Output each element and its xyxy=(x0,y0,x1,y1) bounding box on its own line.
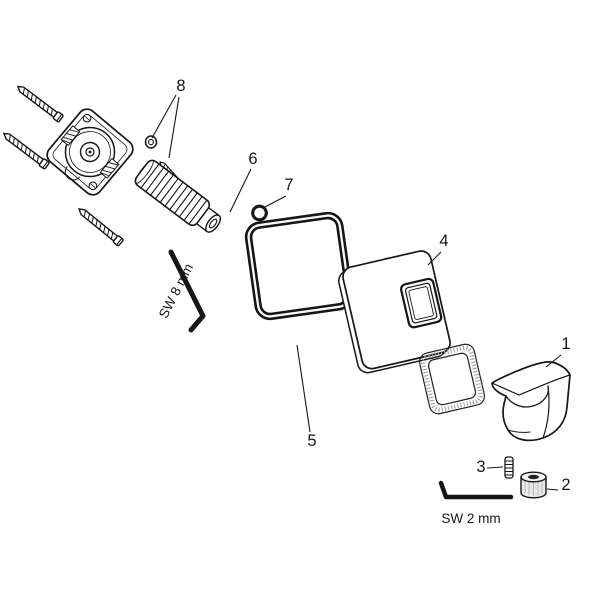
mounting-clip-right xyxy=(99,158,120,179)
shower-holder xyxy=(491,361,571,442)
mounting-screw-1 xyxy=(14,82,65,124)
leader-3 xyxy=(486,466,504,469)
leader-2 xyxy=(546,488,559,491)
part-label-4: 4 xyxy=(439,232,448,250)
escutcheon-plate xyxy=(338,250,451,374)
part-label-3: 3 xyxy=(476,458,485,476)
part-label-1: 1 xyxy=(561,335,570,353)
ribbed-connector xyxy=(134,159,222,233)
leader-7 xyxy=(262,195,287,209)
part-label-2: 2 xyxy=(561,476,570,494)
leader-1 xyxy=(545,354,562,368)
holder-throat xyxy=(505,385,550,408)
fastener-washer xyxy=(144,135,158,149)
wall-mounting-box xyxy=(46,108,134,196)
grub-screw xyxy=(504,456,514,479)
allen-key-sw2 xyxy=(438,480,514,500)
o-ring xyxy=(251,204,268,222)
sw2-label: SW 2 mm xyxy=(441,511,500,526)
leader-4 xyxy=(427,251,442,266)
square-seal xyxy=(244,211,354,321)
leader-lines xyxy=(151,94,562,491)
part-label-8: 8 xyxy=(176,77,185,95)
leader-8a xyxy=(151,94,177,139)
mounting-clip-left xyxy=(60,125,81,146)
mounting-screw-2 xyxy=(0,129,51,171)
box-bottom-detail xyxy=(64,166,80,181)
part-label-6: 6 xyxy=(248,150,257,168)
box-corner-screw-2 xyxy=(88,181,98,191)
leader-8b xyxy=(168,96,180,159)
leader-6 xyxy=(229,168,252,213)
nut-socket xyxy=(528,474,539,480)
foam-gasket xyxy=(418,343,486,415)
part-label-5: 5 xyxy=(307,432,316,450)
leader-5 xyxy=(296,344,311,433)
hose-connector-nut xyxy=(520,471,547,499)
part-labels: 8 6 7 4 1 5 3 2 xyxy=(176,77,570,494)
part-label-7: 7 xyxy=(284,176,293,194)
mounting-screw-3 xyxy=(75,205,125,247)
allen-key-sw8 xyxy=(168,249,206,333)
plate-window xyxy=(400,277,443,329)
box-corner-screw-1 xyxy=(82,113,92,123)
